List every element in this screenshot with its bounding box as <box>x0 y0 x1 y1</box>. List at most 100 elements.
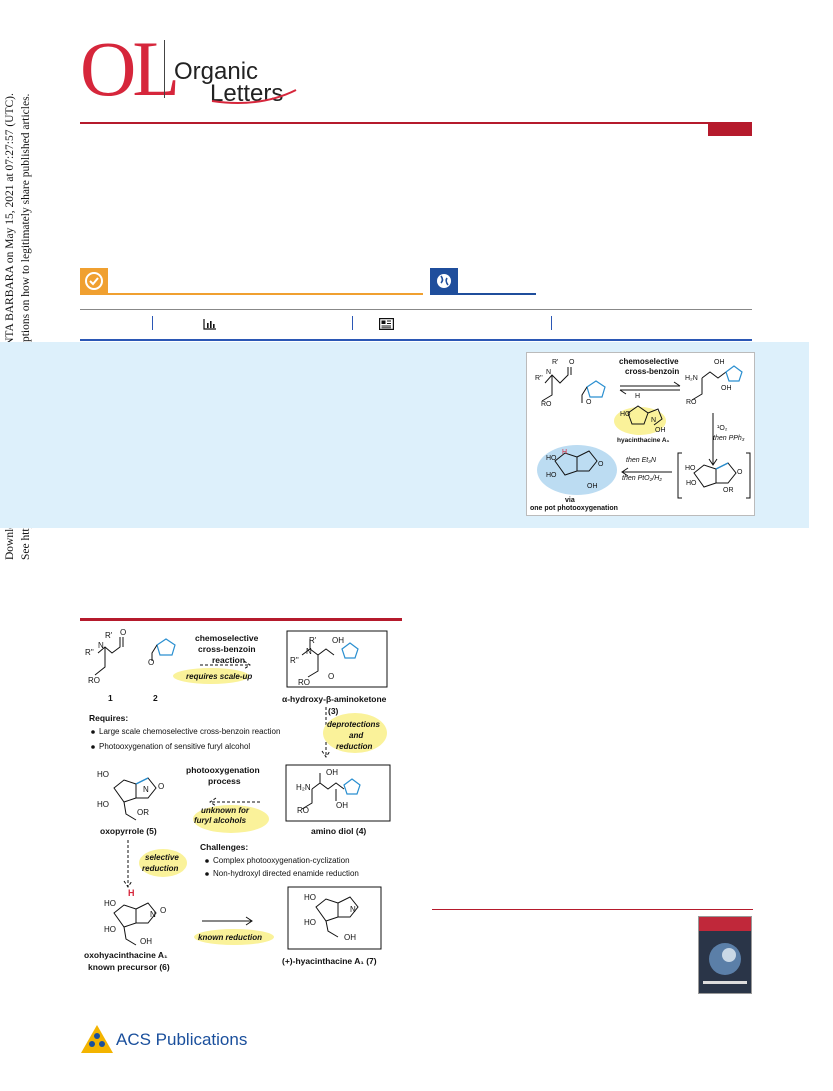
arrow-label-3: reaction <box>212 655 246 665</box>
toc-r-dprime: R'' <box>535 375 543 382</box>
toc-target-label: hyacinthacine A₁ <box>617 437 670 444</box>
toc-oh-label: OH <box>714 359 725 366</box>
journal-cover-thumbnail[interactable] <box>698 916 752 994</box>
toc-structures <box>537 365 751 499</box>
article-type-tab <box>708 122 752 136</box>
unknown-tag-1: unknown for <box>201 806 249 815</box>
toc-aldehyde-o: O <box>569 359 575 366</box>
toc-step3-line-2: then PtO₂/H₂ <box>622 475 662 482</box>
cite-rule <box>80 293 423 295</box>
retrosynthesis-scheme <box>91 630 391 950</box>
cite-this-badge[interactable] <box>80 268 108 294</box>
selective-tag-1: selective <box>145 853 179 862</box>
toc-oxo-or: OR <box>723 487 734 494</box>
compound-5-name: oxopyrrole (5) <box>100 826 157 836</box>
scheme-rule <box>80 618 402 621</box>
c3-r-dprime: R'' <box>290 656 299 665</box>
toc-product-ho: HO <box>546 455 557 462</box>
footnote-rule <box>432 909 753 910</box>
c4-ro: RO <box>297 806 309 815</box>
c3-o: O <box>328 672 335 681</box>
toc-target-ho: HO <box>620 411 631 418</box>
photo-label-1: photooxygenation <box>186 765 260 775</box>
toc-arrow-label-2: cross-benzoin <box>625 367 680 376</box>
c6-h: H <box>128 888 135 898</box>
toc-step3-line-1: then Et₃N <box>626 457 657 464</box>
c7-oh: OH <box>344 933 356 942</box>
c6-o: O <box>160 906 167 915</box>
requires-heading: Requires: <box>89 713 129 723</box>
article-recommendations-icon[interactable] <box>379 318 394 330</box>
toc-target-n: N <box>651 417 657 424</box>
requires-scaleup-tag: requires scale-up <box>186 672 253 681</box>
cover-image <box>699 917 751 984</box>
photo-label-2: process <box>208 776 241 786</box>
unknown-tag-2: furyl alcohols <box>194 816 247 825</box>
toc-n-label: N <box>546 369 552 376</box>
compound-4-name: amino diol (4) <box>311 826 367 836</box>
deprotection-tag-1: deprotections <box>327 720 380 729</box>
checkmark-icon <box>85 272 103 290</box>
toc-step2-line-1: ¹O₂ <box>717 425 728 432</box>
challenges-item: Non-hydroxyl directed enamide reduction <box>213 869 359 878</box>
compound-6-name-1: oxohyacinthacine A₁ <box>84 950 168 960</box>
c5-ho: HO <box>97 800 109 809</box>
challenges-item: Complex photooxygenation-cyclization <box>213 856 350 865</box>
toc-via: via <box>565 497 575 504</box>
toc-target-oh: OH <box>655 427 666 434</box>
c1-r-dprime: R'' <box>85 648 94 657</box>
metrics-separator <box>551 316 552 330</box>
compound-2-label: 2 <box>153 693 158 703</box>
arrow-label-2: cross-benzoin <box>198 644 256 654</box>
deprotection-tag-2: and <box>349 731 364 740</box>
known-reduction-tag: known reduction <box>198 933 262 942</box>
toc-ro-label: RO <box>686 399 697 406</box>
c5-ho: HO <box>97 770 109 779</box>
requires-item: Large scale chemoselective cross-benzoin… <box>99 727 281 736</box>
toc-oxo-ho: HO <box>686 480 697 487</box>
c6-ho: HO <box>104 899 116 908</box>
metrics-separator <box>152 316 153 330</box>
c7-ho: HO <box>304 893 316 902</box>
toc-r-prime: R' <box>552 359 559 366</box>
c1-r-prime: R' <box>105 631 113 640</box>
metrics-separator <box>352 316 353 330</box>
c6-oh: OH <box>140 937 152 946</box>
toc-product-oh: OH <box>587 483 598 490</box>
c6-ho: HO <box>104 925 116 934</box>
c1-n: N <box>98 641 104 650</box>
c4-oh: OH <box>326 768 338 777</box>
toc-step2-line-2: then PPh₃ <box>713 435 745 442</box>
toc-product-o: O <box>598 461 604 468</box>
journal-name-line-1: Organic <box>174 58 259 85</box>
compound-6-name-2: known precursor (6) <box>88 962 170 972</box>
c1-ro: RO <box>88 676 100 685</box>
c7-n: N <box>350 905 356 914</box>
c1-o: O <box>120 628 127 637</box>
toc-oxo-ho: HO <box>685 465 696 472</box>
toc-target-h: H <box>635 393 641 400</box>
metrics-icon[interactable] <box>203 318 217 330</box>
toc-arrow-label-1: chemoselective <box>619 357 679 366</box>
toc-h2n-label: H₂N <box>685 375 698 382</box>
toc-furfural-o: O <box>586 399 592 406</box>
open-access-badge[interactable] <box>430 268 458 294</box>
acs-logo-icon <box>81 1025 113 1053</box>
toc-product-ho: HO <box>546 472 557 479</box>
compound-1-label: 1 <box>108 693 113 703</box>
c3-ro: RO <box>298 678 310 687</box>
c3-oh: OH <box>332 636 344 645</box>
logo-swoosh <box>211 89 297 104</box>
c4-h2n: H₂N <box>296 783 311 792</box>
logo-divider <box>164 40 165 98</box>
c3-r-prime: R' <box>309 636 317 645</box>
toc-oh-label: OH <box>721 385 732 392</box>
journal-logo-mark: OL <box>80 25 180 112</box>
selective-tag-2: reduction <box>142 864 179 873</box>
c4-oh: OH <box>336 801 348 810</box>
access-rule <box>430 293 536 295</box>
arrow-label-1: chemoselective <box>195 633 259 643</box>
c5-n: N <box>143 785 149 794</box>
globe-icon <box>437 274 451 288</box>
c5-o: O <box>158 782 165 791</box>
